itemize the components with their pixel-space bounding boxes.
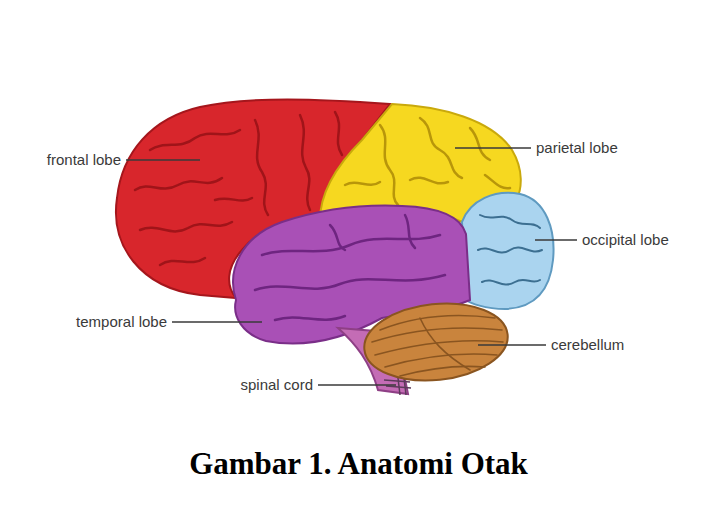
cerebellum <box>360 297 511 388</box>
part-label: temporal lobe <box>76 313 167 331</box>
leader-line <box>535 239 577 240</box>
figure-caption: Gambar 1. Anatomi Otak <box>0 446 717 482</box>
leader-lines <box>126 148 577 385</box>
part-label: cerebellum <box>551 336 624 354</box>
part-label: frontal lobe <box>47 151 121 169</box>
leader-line <box>478 344 546 345</box>
part-label: parietal lobe <box>536 139 618 157</box>
occipital-lobe <box>462 193 554 309</box>
part-label: occipital lobe <box>582 231 669 249</box>
leader-line <box>455 147 531 148</box>
leader-line <box>318 384 396 385</box>
leader-line <box>172 321 262 322</box>
part-label: spinal cord <box>240 376 313 394</box>
leader-line <box>126 159 200 160</box>
